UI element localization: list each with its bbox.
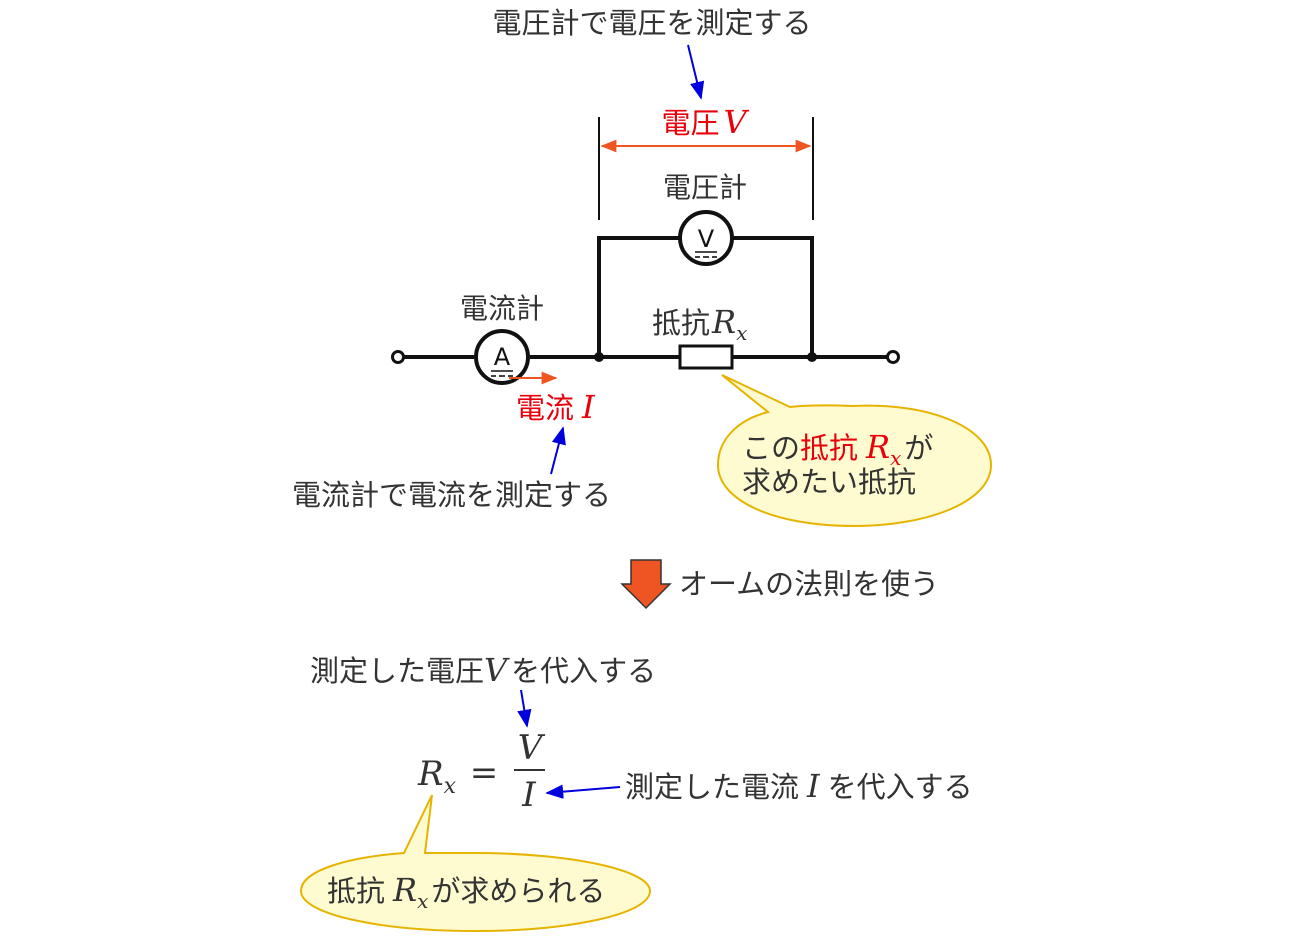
ohm-law-step-label: オームの法則を使う (679, 567, 939, 601)
down-arrow-icon (620, 559, 672, 610)
right-terminal (886, 350, 900, 364)
formula-lhs: Rx (417, 754, 457, 799)
current-substitution-arrow (545, 784, 621, 799)
ammeter-symbol: A (474, 329, 530, 385)
resistor-callout-line2: 求めたい抵抗 (742, 465, 916, 499)
left-junction (594, 352, 604, 362)
right-junction (807, 352, 817, 362)
resistor-callout-bubble (716, 374, 993, 528)
measure-current-annotation: 電流計で電流を測定する (292, 478, 611, 512)
formula-equals: = (470, 753, 499, 793)
current-pointer-arrow (550, 426, 566, 475)
resistor-symbol (678, 344, 734, 370)
formula-numerator: V (518, 728, 546, 768)
formula-denominator: I (521, 775, 536, 815)
measure-voltage-annotation: 電圧計で電圧を測定する (492, 6, 811, 40)
voltage-pointer-arrow (687, 44, 705, 100)
left-terminal (391, 350, 405, 364)
voltmeter-label: 電圧計 (663, 171, 747, 204)
result-callout-bubble (299, 794, 652, 933)
ohm-law-formula: Rx = V I (417, 728, 546, 815)
voltage-substitution-arrow (517, 689, 532, 728)
ammeter-label: 電流計 (460, 292, 544, 325)
voltmeter-symbol: V (678, 210, 734, 266)
resistor-label: 抵抗Rx (652, 303, 747, 345)
voltmeter-letter: V (698, 225, 715, 253)
ammeter-letter: A (494, 343, 511, 371)
